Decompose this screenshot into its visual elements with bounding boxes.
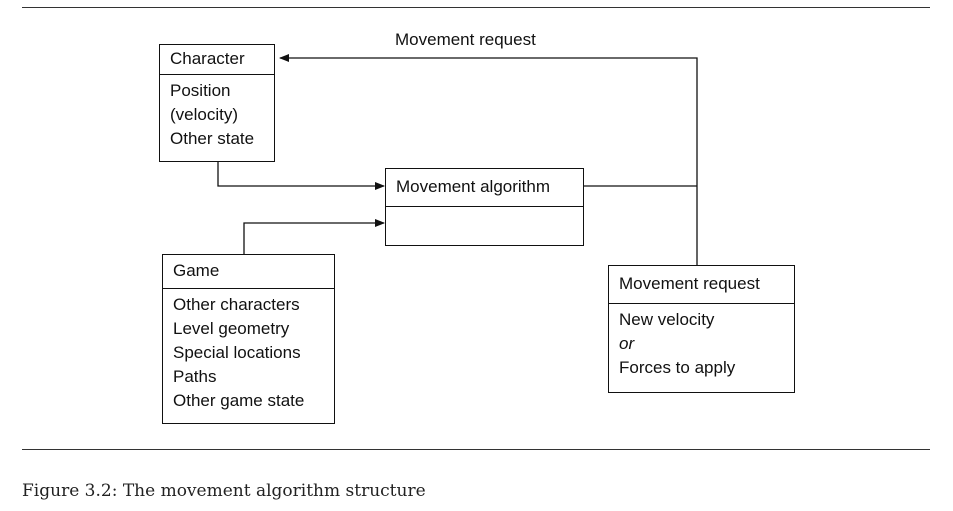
request-line-or: or [619,334,635,353]
game-box: Game Other characters Level geometry Spe… [162,254,335,424]
game-line: Other game state [173,391,305,410]
character-line: Other state [170,129,255,148]
bottom-rule [22,449,930,450]
game-line: Level geometry [173,319,290,338]
movement-request-title: Movement request [609,266,794,304]
movement-request-top-label: Movement request [395,30,536,49]
request-line: New velocity [619,310,715,329]
game-line: Other characters [173,295,300,314]
movement-algorithm-box: Movement algorithm [385,168,584,246]
request-line: Forces to apply [619,358,736,377]
game-to-algorithm-arrow [243,219,385,254]
character-line: (velocity) [170,105,239,124]
character-box-title: Character [160,45,274,75]
request-feedback-arrow [279,54,698,265]
game-line: Special locations [173,343,301,362]
character-to-algorithm-arrow [217,162,385,190]
movement-request-body: New velocity or Forces to apply [609,304,794,380]
game-line: Paths [173,367,217,386]
game-box-body: Other characters Level geometry Special … [163,289,334,413]
character-line: Position [170,81,231,100]
movement-request-box: Movement request New velocity or Forces … [608,265,795,393]
movement-algorithm-title: Movement algorithm [386,169,583,207]
game-box-title: Game [163,255,334,289]
top-rule [22,7,930,8]
character-box-body: Position (velocity) Other state [160,75,274,151]
character-box: Character Position (velocity) Other stat… [159,44,275,162]
figure-caption: Figure 3.2: The movement algorithm struc… [22,481,426,501]
